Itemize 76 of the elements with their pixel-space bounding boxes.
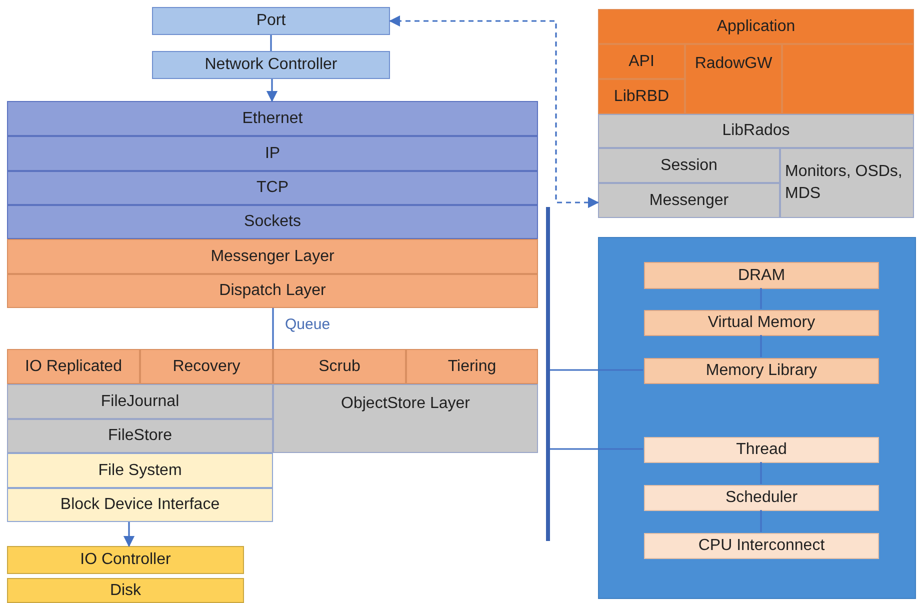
- arrow: [388, 15, 600, 208]
- layer-box: [598, 114, 914, 148]
- layer-label: API: [628, 52, 654, 72]
- layer-box: [598, 44, 685, 79]
- bus-bar: [546, 207, 550, 541]
- layer-label: Ethernet: [242, 108, 303, 129]
- arrow: [266, 79, 278, 102]
- layer-label: FileJournal: [100, 392, 180, 412]
- arrow: [123, 522, 135, 548]
- layer-box: [273, 384, 538, 453]
- connector-line: [270, 35, 272, 51]
- layer-box: [598, 79, 685, 114]
- layer-box: [644, 310, 879, 336]
- connector-line: [550, 448, 643, 450]
- layer-label: Disk: [110, 580, 142, 601]
- layer-box: [644, 358, 879, 384]
- layer-label: File System: [98, 460, 182, 481]
- edge-label: Queue: [283, 316, 332, 333]
- layer-box: [152, 7, 390, 35]
- layer-box: [7, 419, 273, 453]
- layer-label: Messenger: [649, 190, 729, 211]
- layer-label: Scrub: [318, 356, 360, 377]
- layer-box: [7, 349, 140, 384]
- connector-line: [550, 369, 643, 371]
- layer-box: [7, 546, 244, 574]
- layer-label: Monitors, OSDs, MDS: [785, 162, 904, 204]
- layer-label: Network Controller: [204, 55, 338, 76]
- layer-box: [140, 349, 273, 384]
- panel: [598, 237, 916, 599]
- layer-label: Thread: [736, 440, 787, 460]
- layer-label: Application: [716, 16, 796, 37]
- layer-box: [152, 51, 390, 79]
- layer-box: [7, 453, 273, 488]
- layer-box: [644, 437, 879, 463]
- layer-label: Virtual Memory: [708, 313, 816, 334]
- layer-label: Sockets: [244, 212, 301, 232]
- layer-box: [7, 101, 538, 136]
- layer-box: [644, 485, 879, 511]
- layer-label: Session: [660, 156, 718, 176]
- layer-box: [273, 349, 406, 384]
- layer-label: Dispatch Layer: [219, 281, 326, 302]
- layer-box: [7, 239, 538, 274]
- layer-box: [7, 205, 538, 239]
- connector-line: [272, 308, 274, 349]
- layer-label: DRAM: [738, 266, 786, 286]
- layer-box: [780, 148, 914, 218]
- layer-box: [7, 136, 538, 171]
- layer-box: [598, 9, 914, 44]
- layer-label: RadowGW: [694, 54, 772, 74]
- layer-box: [598, 148, 780, 183]
- layer-label: IO Controller: [80, 550, 171, 570]
- layer-label: LibRBD: [614, 86, 670, 107]
- layer-label: FileStore: [108, 426, 172, 446]
- layer-label: Scheduler: [725, 488, 798, 508]
- layer-box: [7, 171, 538, 205]
- layer-box: [406, 349, 538, 384]
- layer-label: LibRados: [722, 121, 790, 142]
- layer-label: Port: [256, 11, 286, 32]
- layer-box: [7, 274, 538, 308]
- layer-box: [7, 488, 273, 522]
- layer-label: ObjectStore Layer: [341, 394, 470, 414]
- layer-label: Recovery: [172, 356, 240, 377]
- layer-label: Memory Library: [706, 361, 818, 382]
- layer-label: TCP: [256, 178, 288, 198]
- layer-label: Messenger Layer: [210, 246, 334, 267]
- layer-label: Tiering: [448, 356, 496, 377]
- layer-label: Block Device Interface: [60, 495, 220, 516]
- layer-label: IP: [264, 144, 280, 164]
- layer-box: [644, 262, 879, 289]
- layer-box: [644, 533, 879, 559]
- layer-box: [685, 44, 782, 114]
- layer-box: [7, 578, 244, 603]
- layer-box: [7, 384, 273, 419]
- layer-box: [598, 183, 780, 218]
- layer-label: CPU Interconnect: [698, 536, 825, 556]
- layer-label: IO Replicated: [25, 356, 122, 377]
